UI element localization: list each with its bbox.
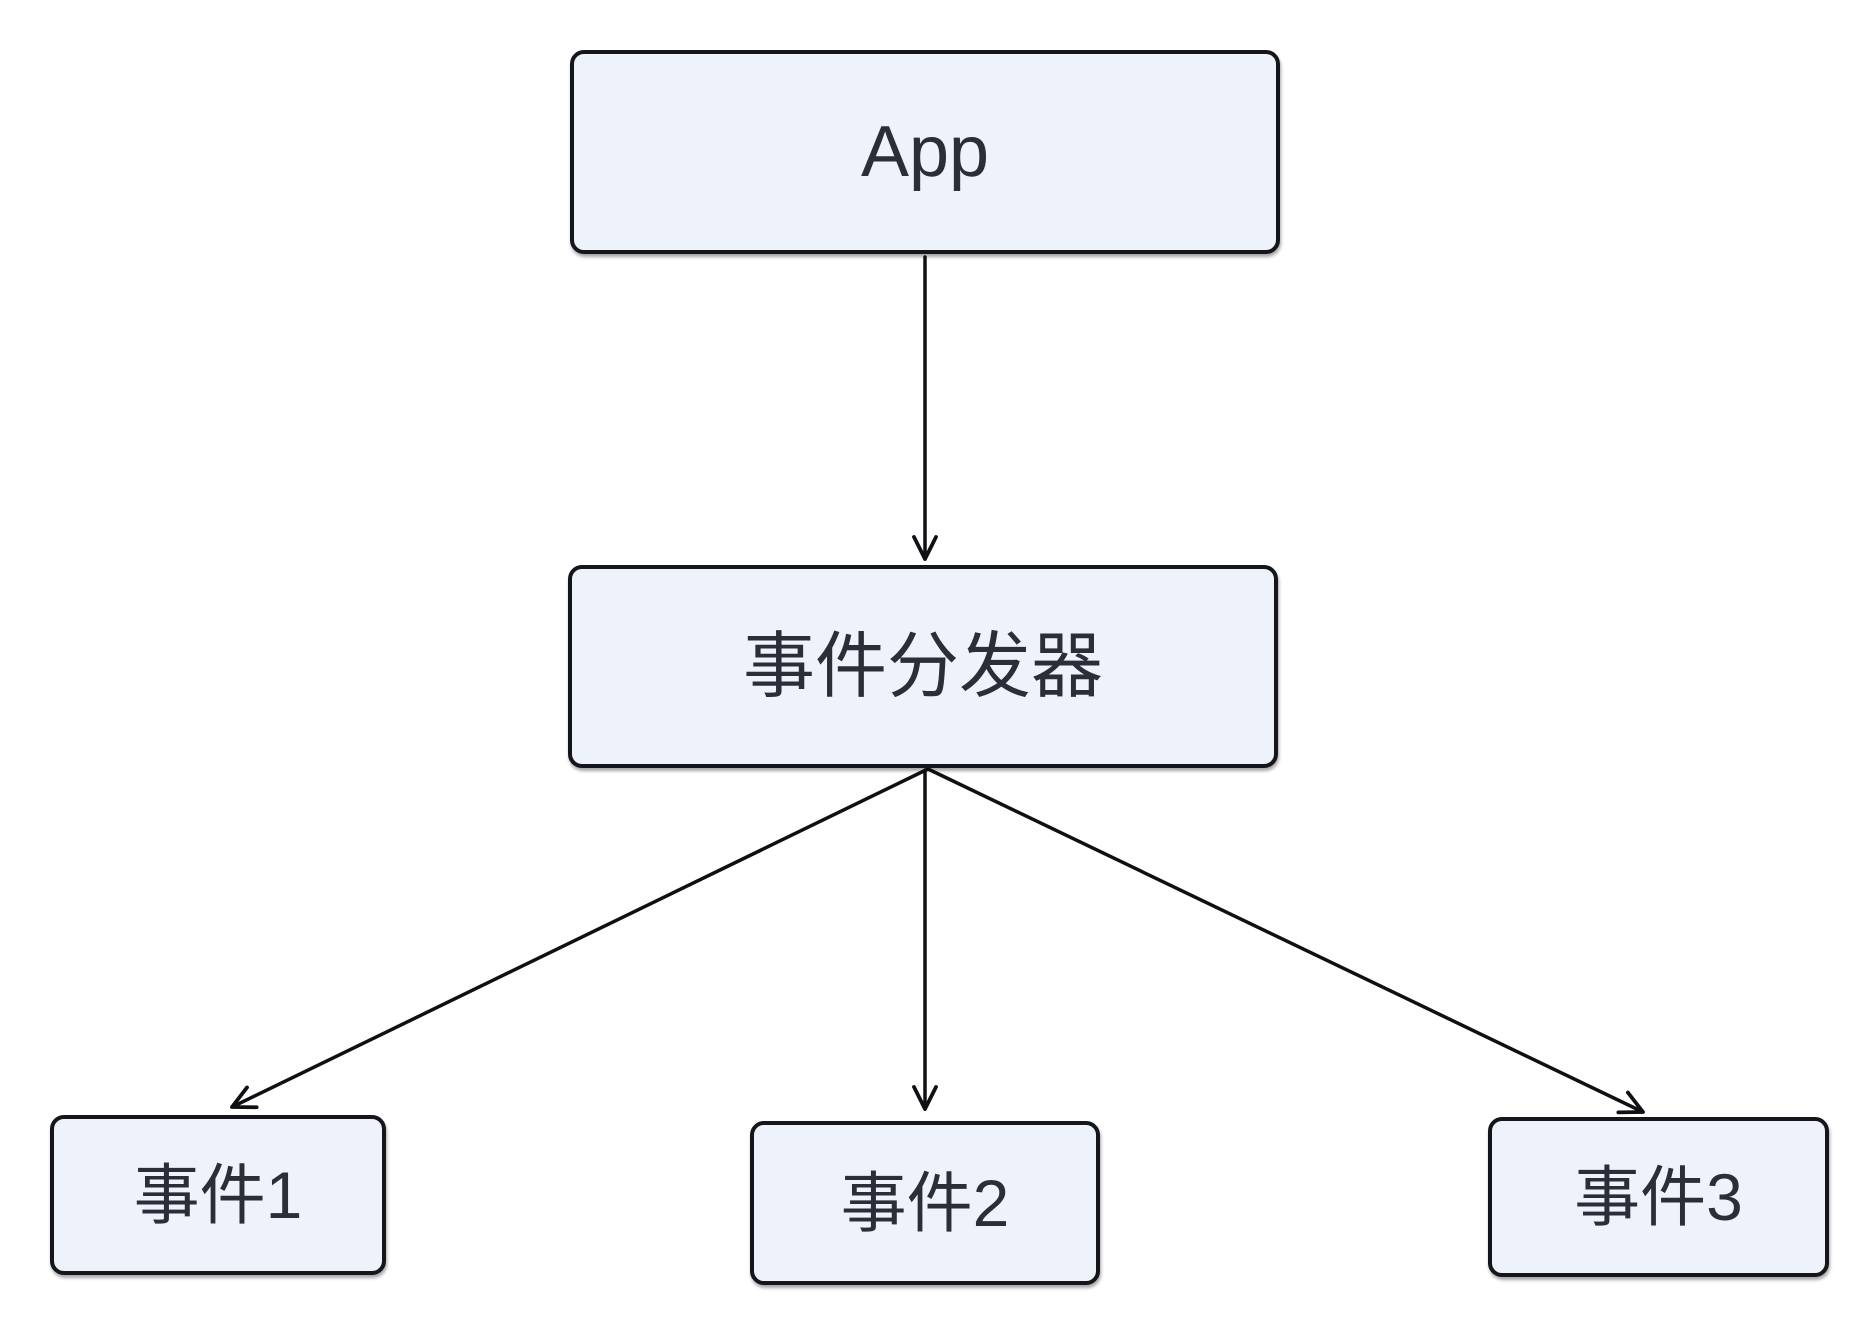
node-dispatcher: 事件分发器 [568,565,1278,768]
node-event1-label: 事件1 [133,1158,303,1232]
node-app: App [570,50,1280,254]
node-event3-label: 事件3 [1574,1160,1743,1234]
node-dispatcher-label: 事件分发器 [742,626,1103,707]
node-event1: 事件1 [50,1115,386,1275]
node-event2: 事件2 [750,1121,1100,1285]
edge-dispatcher-to-event3 [926,767,1645,1115]
node-event3: 事件3 [1488,1117,1829,1277]
node-event2-label: 事件2 [840,1166,1010,1240]
edge-dispatcher-to-event1 [230,767,930,1110]
node-app-label: App [860,112,990,192]
